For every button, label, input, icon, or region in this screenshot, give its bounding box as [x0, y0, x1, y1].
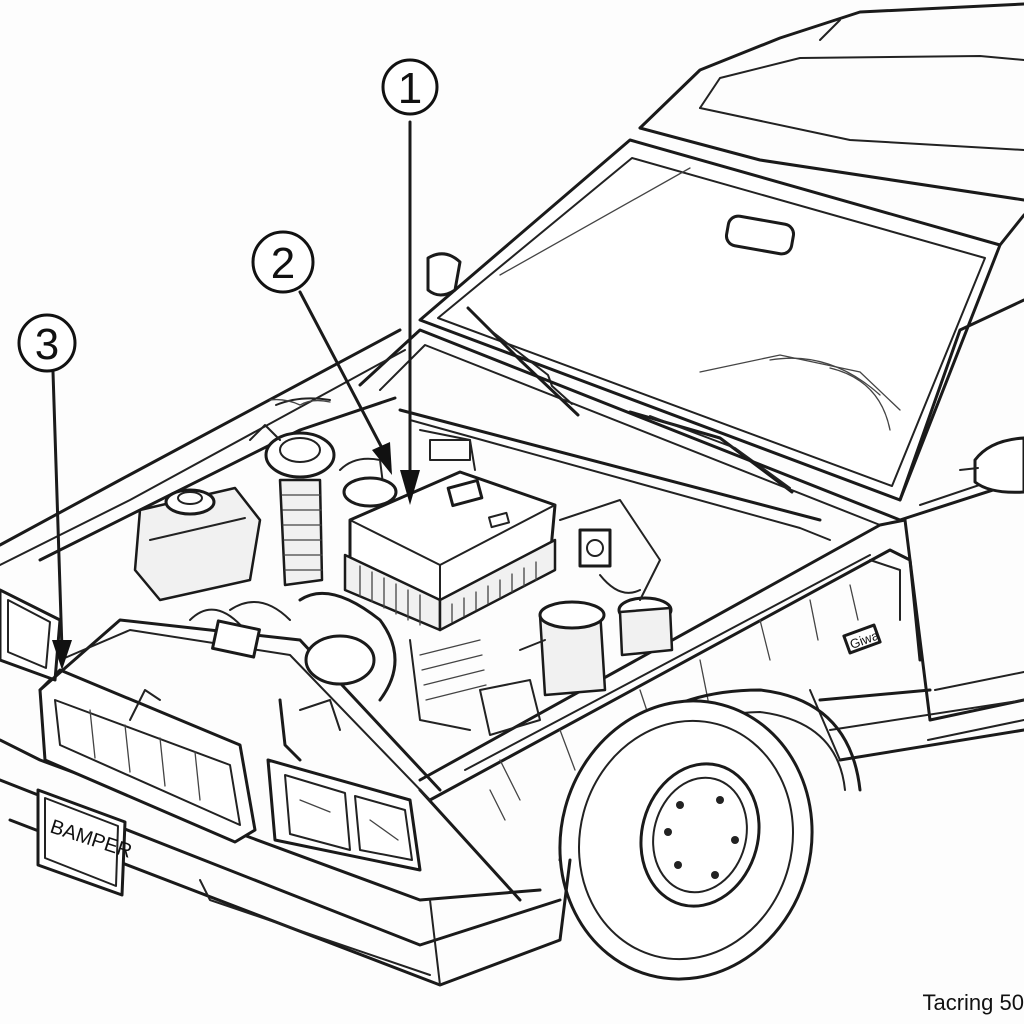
callout-3-circle — [17, 313, 77, 373]
wiper-right — [628, 410, 794, 494]
callout-3-arrowhead — [52, 640, 72, 670]
grille — [38, 668, 257, 844]
rocker-panel — [809, 688, 1024, 762]
license-plate: BAMPER — [36, 788, 135, 897]
callout-3: 3 — [17, 313, 77, 670]
air-filter-housing — [249, 424, 336, 587]
callout-2-label: 2 — [271, 239, 295, 288]
callout-3-label: 3 — [35, 320, 59, 369]
callout-2-leader — [298, 290, 384, 450]
firewall-components — [479, 499, 661, 736]
headlight-left — [0, 588, 62, 682]
footer-caption: Tacring 50 — [922, 990, 1024, 1015]
rearview-mirror — [724, 214, 796, 256]
callout-2: 2 — [251, 230, 392, 475]
callout-2-arrowhead — [372, 442, 392, 475]
engine-bay-outline — [0, 328, 831, 566]
cowl — [358, 252, 902, 526]
callout-1-circle — [381, 58, 439, 116]
fender-badge: Giwa — [842, 623, 882, 655]
callout-3-leader — [51, 370, 64, 652]
callout-1: 1 — [381, 58, 439, 505]
engine-block — [189, 429, 487, 731]
callout-2-circle — [251, 230, 315, 294]
side-mirror — [959, 436, 1024, 494]
callout-1-label: 1 — [398, 64, 422, 113]
front-wheel — [558, 688, 862, 981]
callout-1-arrowhead — [400, 470, 420, 505]
radiator-support — [38, 618, 442, 801]
headlight-right — [266, 758, 422, 872]
coolant-reservoir — [133, 486, 262, 602]
car-roof — [638, 2, 1024, 202]
brake-fluid-reservoir — [538, 596, 674, 697]
battery — [343, 470, 557, 632]
